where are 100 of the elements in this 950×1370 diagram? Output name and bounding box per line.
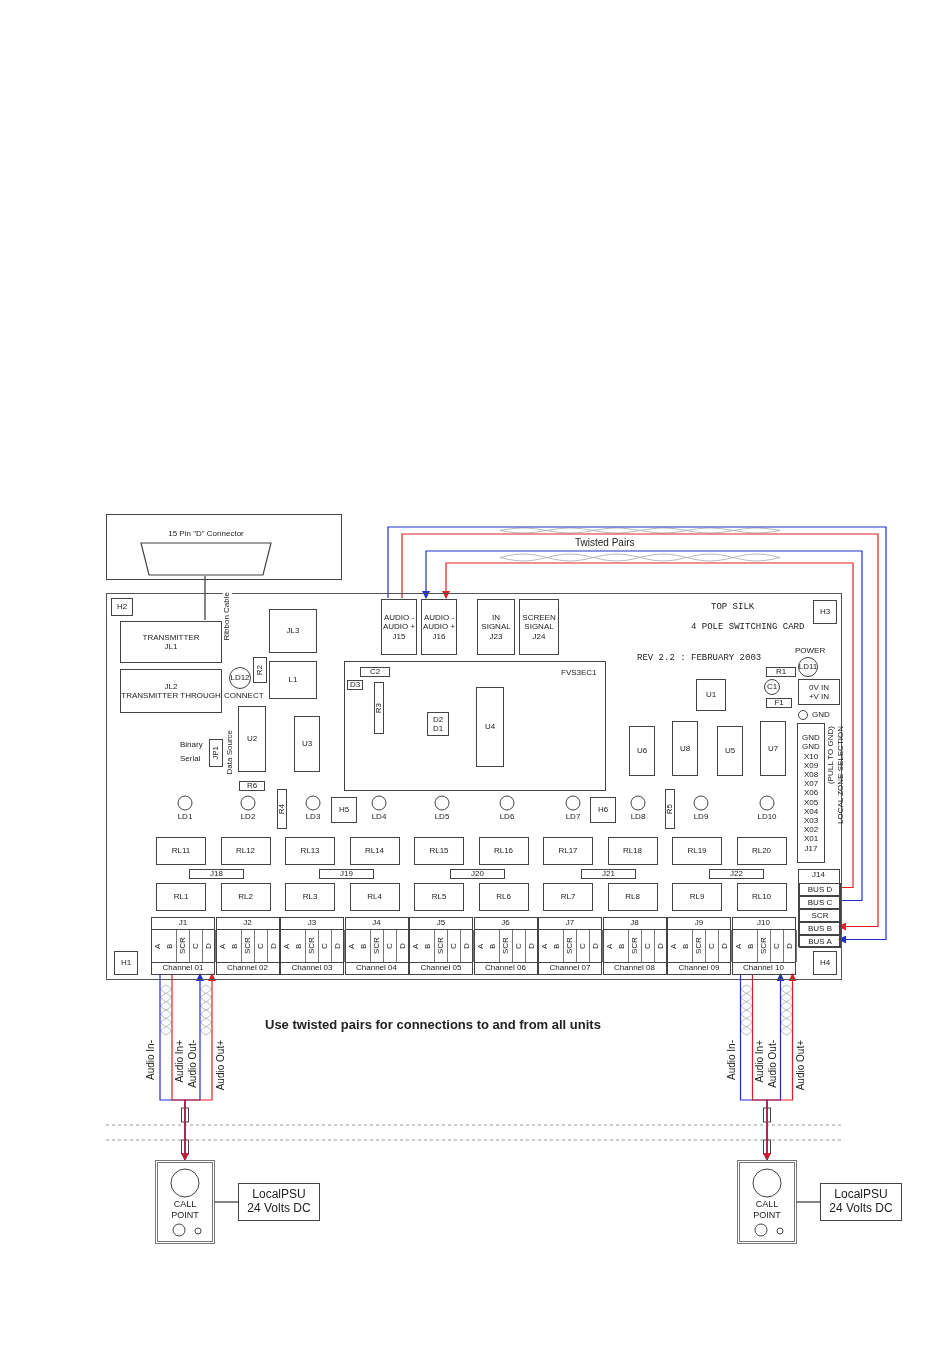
connector-header xyxy=(269,609,317,653)
edge-label: Audio Out- xyxy=(187,1040,198,1088)
pin-label: D xyxy=(654,930,668,962)
component-label: RL1 xyxy=(173,892,189,902)
relay xyxy=(607,883,658,911)
component-label: RL8 xyxy=(625,892,640,902)
component-label: J21 xyxy=(602,869,615,879)
pin-label: A xyxy=(216,942,228,951)
component-label: J17 xyxy=(804,843,818,853)
pin-label: A xyxy=(474,942,486,951)
component-label: LD1 xyxy=(176,812,194,822)
pin-label: A xyxy=(668,942,679,951)
daughter-board xyxy=(344,661,606,791)
component-label: SIGNAL xyxy=(524,622,554,632)
component-label: J15 xyxy=(392,631,406,641)
relay xyxy=(220,883,271,911)
component-label: RL10 xyxy=(751,892,772,902)
relay xyxy=(543,837,593,865)
pin-label: C xyxy=(641,930,655,962)
component-label: TRANSMITTER THROUGH xyxy=(121,691,221,701)
component-label: R6 xyxy=(246,781,258,791)
resistor xyxy=(766,667,796,677)
pin-label: SCR xyxy=(241,930,255,962)
pin-label: SCR xyxy=(564,930,577,962)
ic-chip xyxy=(238,706,266,772)
component-label: J6 xyxy=(474,918,537,930)
component-label: LD6 xyxy=(498,812,516,822)
terminal-pin xyxy=(799,896,841,909)
component-label: RL20 xyxy=(751,846,772,856)
component-label: 0V IN xyxy=(809,682,829,692)
annotation-text: Data Source xyxy=(226,730,235,775)
annotation-text: Twisted Pairs xyxy=(575,537,635,548)
component-label: U1 xyxy=(705,690,717,700)
component-label: X03 xyxy=(803,815,819,826)
pin-label: SCR xyxy=(435,930,448,962)
component-label: Channel 02 xyxy=(226,963,269,974)
component-label: X07 xyxy=(803,779,819,789)
component-label: GND xyxy=(802,742,820,752)
voltage-regulator xyxy=(696,679,726,711)
pin-label: C xyxy=(706,930,719,962)
component-label: SCREEN xyxy=(522,613,556,623)
component-label: J24 xyxy=(532,631,546,641)
power-supply-box xyxy=(238,1183,320,1221)
pin-label: A xyxy=(152,942,163,951)
component-label: GND xyxy=(802,733,820,743)
component-label: LD11 xyxy=(798,662,818,672)
component-label: J1 xyxy=(152,918,214,930)
relay xyxy=(607,837,658,865)
component-label: J20 xyxy=(471,869,484,879)
component-label: LD7 xyxy=(564,812,582,822)
ic-chip xyxy=(476,687,504,767)
component-label: IN xyxy=(492,613,500,623)
component-label: H2 xyxy=(116,602,128,612)
pin-label: SCR xyxy=(499,930,513,962)
component-label: JL1 xyxy=(164,642,178,652)
edge-label: Audio Out+ xyxy=(215,1040,226,1091)
edge-label: Audio In- xyxy=(145,1040,156,1081)
call-point-unit xyxy=(737,1160,797,1244)
component-label: D2 xyxy=(432,714,444,724)
component-label: LD3 xyxy=(304,812,322,822)
pin-label: B xyxy=(551,930,564,962)
annotation-text: (PULL TO GND) xyxy=(827,726,836,785)
terminal-connector xyxy=(477,599,515,655)
pin-label: SCR xyxy=(177,930,190,962)
mounting-pad xyxy=(111,598,133,616)
component-label: CALL POINT xyxy=(170,1199,200,1221)
component-label: H1 xyxy=(120,958,132,968)
component-label: F1 xyxy=(774,698,784,708)
pin-label: A xyxy=(603,942,615,951)
component-label: RL5 xyxy=(431,892,447,902)
component-label: LD5 xyxy=(433,812,451,822)
relay xyxy=(156,837,206,865)
component-label: Channel 03 xyxy=(290,963,334,974)
pin-label: C xyxy=(512,930,526,962)
component-label: X05 xyxy=(803,797,819,807)
pin-label: C xyxy=(319,930,332,962)
component-label: LD2 xyxy=(239,812,257,822)
component-label: LD8 xyxy=(629,812,647,822)
component-label: JL3 xyxy=(286,626,300,636)
component-label: JL2 xyxy=(164,681,178,691)
pin-label: D xyxy=(267,930,281,962)
terminal-block xyxy=(344,917,409,975)
relay xyxy=(349,883,400,911)
terminal-block xyxy=(215,917,280,975)
d-connector xyxy=(139,529,273,577)
pin-label: A xyxy=(281,942,292,951)
relay xyxy=(414,883,464,911)
component-label: LD4 xyxy=(370,812,388,822)
component-label: J2 xyxy=(216,918,279,930)
inductor xyxy=(269,661,317,699)
pin-label: SCR xyxy=(370,930,384,962)
terminal-pin xyxy=(799,922,841,935)
pin-label: A xyxy=(539,942,550,951)
terminal-block xyxy=(409,917,473,975)
annotation-text: POWER xyxy=(795,647,826,656)
component-label: C1 xyxy=(766,682,778,692)
component-label: U2 xyxy=(246,734,258,744)
ic-chip xyxy=(294,716,320,772)
connector-header xyxy=(120,669,222,713)
resistor xyxy=(277,789,287,829)
